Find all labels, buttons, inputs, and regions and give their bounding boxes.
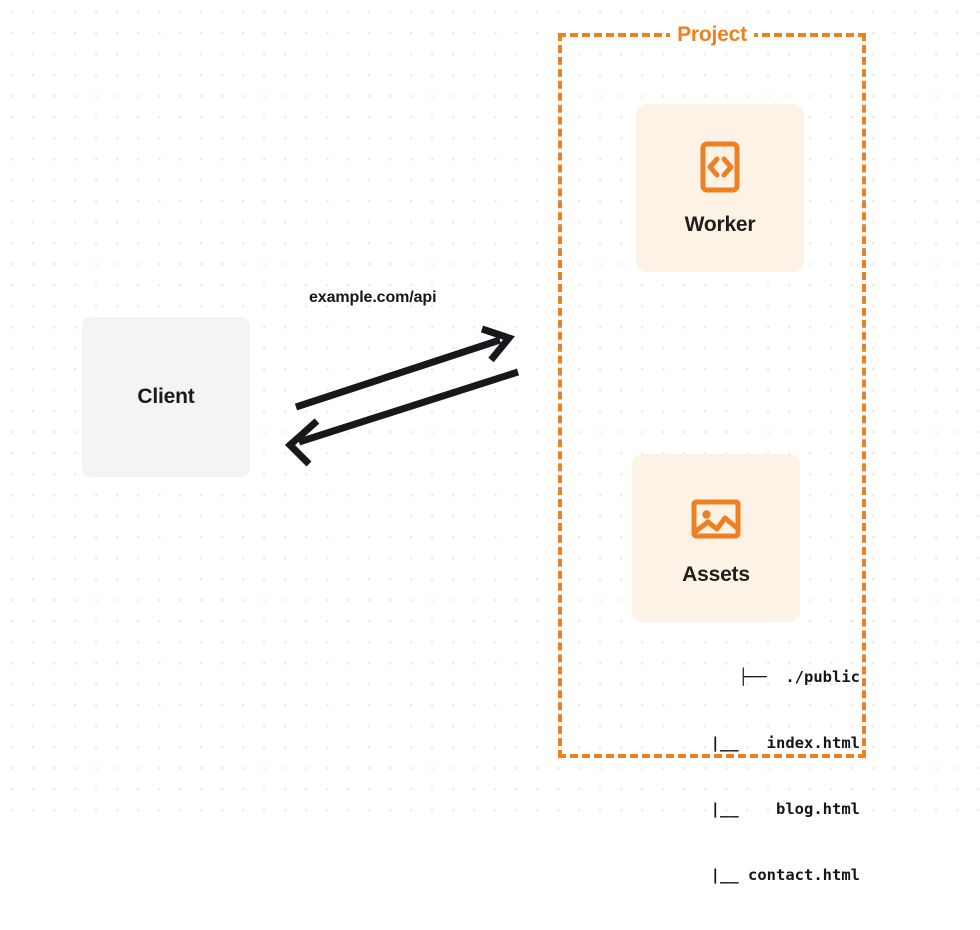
client-label: Client: [137, 385, 195, 408]
client-node[interactable]: Client: [82, 317, 250, 477]
assets-card[interactable]: Assets: [632, 454, 800, 622]
worker-card[interactable]: Worker: [636, 104, 804, 272]
code-brackets-icon: [690, 139, 750, 199]
file-tree-row: |__ blog.html: [673, 800, 860, 818]
assets-label: Assets: [682, 563, 750, 586]
connection-label: example.com/api: [309, 289, 437, 306]
diagram-canvas: Client example.com/api Project Worker: [0, 0, 980, 884]
response-arrow: [284, 368, 520, 467]
image-icon: [686, 489, 746, 549]
worker-label: Worker: [684, 213, 756, 236]
file-tree-row: |__ index.html: [673, 734, 860, 752]
request-arrow: [294, 325, 515, 411]
file-tree-row: |__ contact.html: [673, 866, 860, 884]
project-title: Project: [670, 23, 754, 47]
project-container: Project Worker Assets: [558, 23, 866, 884]
file-tree-row: ├── ./public: [738, 668, 860, 686]
assets-file-tree: ├── ./public |__ index.html |__ blog.htm…: [612, 622, 860, 930]
